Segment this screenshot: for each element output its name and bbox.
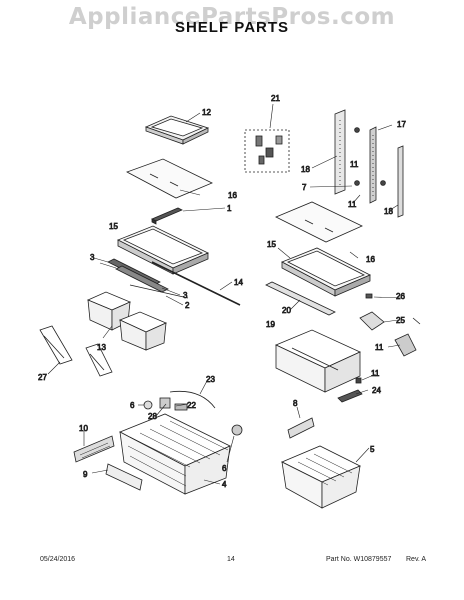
callout-label: 10 <box>79 424 88 433</box>
callout-label: 28 <box>148 412 157 421</box>
part-door-bins-27 <box>39 325 113 377</box>
part-dividers-10-9 <box>73 435 143 491</box>
footer-part-number: Part No. W10879557 <box>326 556 392 563</box>
part-wire-23 <box>169 390 216 409</box>
callout-label: 11 <box>371 369 380 378</box>
part-strip-24 <box>337 377 363 403</box>
footer-page-number: 14 <box>227 556 235 563</box>
callout-label: 2 <box>185 301 190 310</box>
footer-date: 05/24/2016 <box>40 556 76 563</box>
part-divider-8 <box>287 417 315 439</box>
callout-label: 18 <box>301 165 310 174</box>
callout-label: 23 <box>206 375 215 384</box>
part-trim-20 <box>265 281 336 316</box>
callout-label: 14 <box>234 278 243 287</box>
callout-label: 12 <box>202 108 211 117</box>
callout-label: 6 <box>130 401 135 410</box>
callout-label: 3 <box>183 291 188 300</box>
part-wire-basket-5 <box>281 445 361 509</box>
callout-label: 8 <box>293 399 298 408</box>
callout-label: 15 <box>109 222 118 231</box>
leader-lines <box>47 103 403 485</box>
page-title: SHELF PARTS <box>174 19 290 36</box>
callout-label: 13 <box>97 343 106 352</box>
callout-label: 25 <box>396 316 405 325</box>
part-glass-shelf-16-left <box>126 158 213 199</box>
part-shelf-frame-15-right <box>281 247 371 297</box>
watermark: AppliancePartsPros.com <box>68 4 396 30</box>
callout-label: 16 <box>228 191 237 200</box>
callout-label: 17 <box>397 120 406 129</box>
part-rod-14 <box>151 261 241 306</box>
callout-label: 1 <box>227 204 232 213</box>
part-wire-basket-4 <box>119 413 231 495</box>
part-drawer-19 <box>275 329 361 393</box>
callout-label: 24 <box>372 386 381 395</box>
callout-label: 11 <box>375 343 384 352</box>
callout-label: 5 <box>370 445 375 454</box>
callout-label: 20 <box>282 306 291 315</box>
part-rail-1 <box>151 207 183 225</box>
callout-labels: 12 21 17 16 1 11 18 7 11 18 15 16 15 3 3… <box>38 94 407 490</box>
part-small-22-28-6 <box>143 397 243 436</box>
part-glass-shelf-16-right <box>275 201 363 243</box>
part-kit-21 <box>244 129 290 173</box>
callout-label: 11 <box>348 200 357 209</box>
callout-label: 9 <box>83 470 88 479</box>
callout-label: 6 <box>222 464 227 473</box>
callout-label: 18 <box>384 207 393 216</box>
callout-label: 22 <box>187 401 196 410</box>
callout-label: 21 <box>271 94 280 103</box>
callout-label: 15 <box>267 240 276 249</box>
part-shelf-frame-12 <box>144 115 210 145</box>
part-bracket-25-26 <box>359 293 421 357</box>
part-strip-3-2 <box>107 258 189 299</box>
callout-label: 3 <box>90 253 95 262</box>
callout-label: 11 <box>350 160 359 169</box>
callout-label: 4 <box>222 480 227 489</box>
part-rail-17-18 <box>334 109 404 218</box>
part-bins-13 <box>86 291 167 351</box>
footer-revision: Rev. A <box>406 556 427 563</box>
callout-label: 19 <box>266 320 275 329</box>
callout-label: 7 <box>302 183 307 192</box>
callout-label: 26 <box>396 292 405 301</box>
callout-label: 16 <box>366 255 375 264</box>
callout-label: 27 <box>38 373 47 382</box>
